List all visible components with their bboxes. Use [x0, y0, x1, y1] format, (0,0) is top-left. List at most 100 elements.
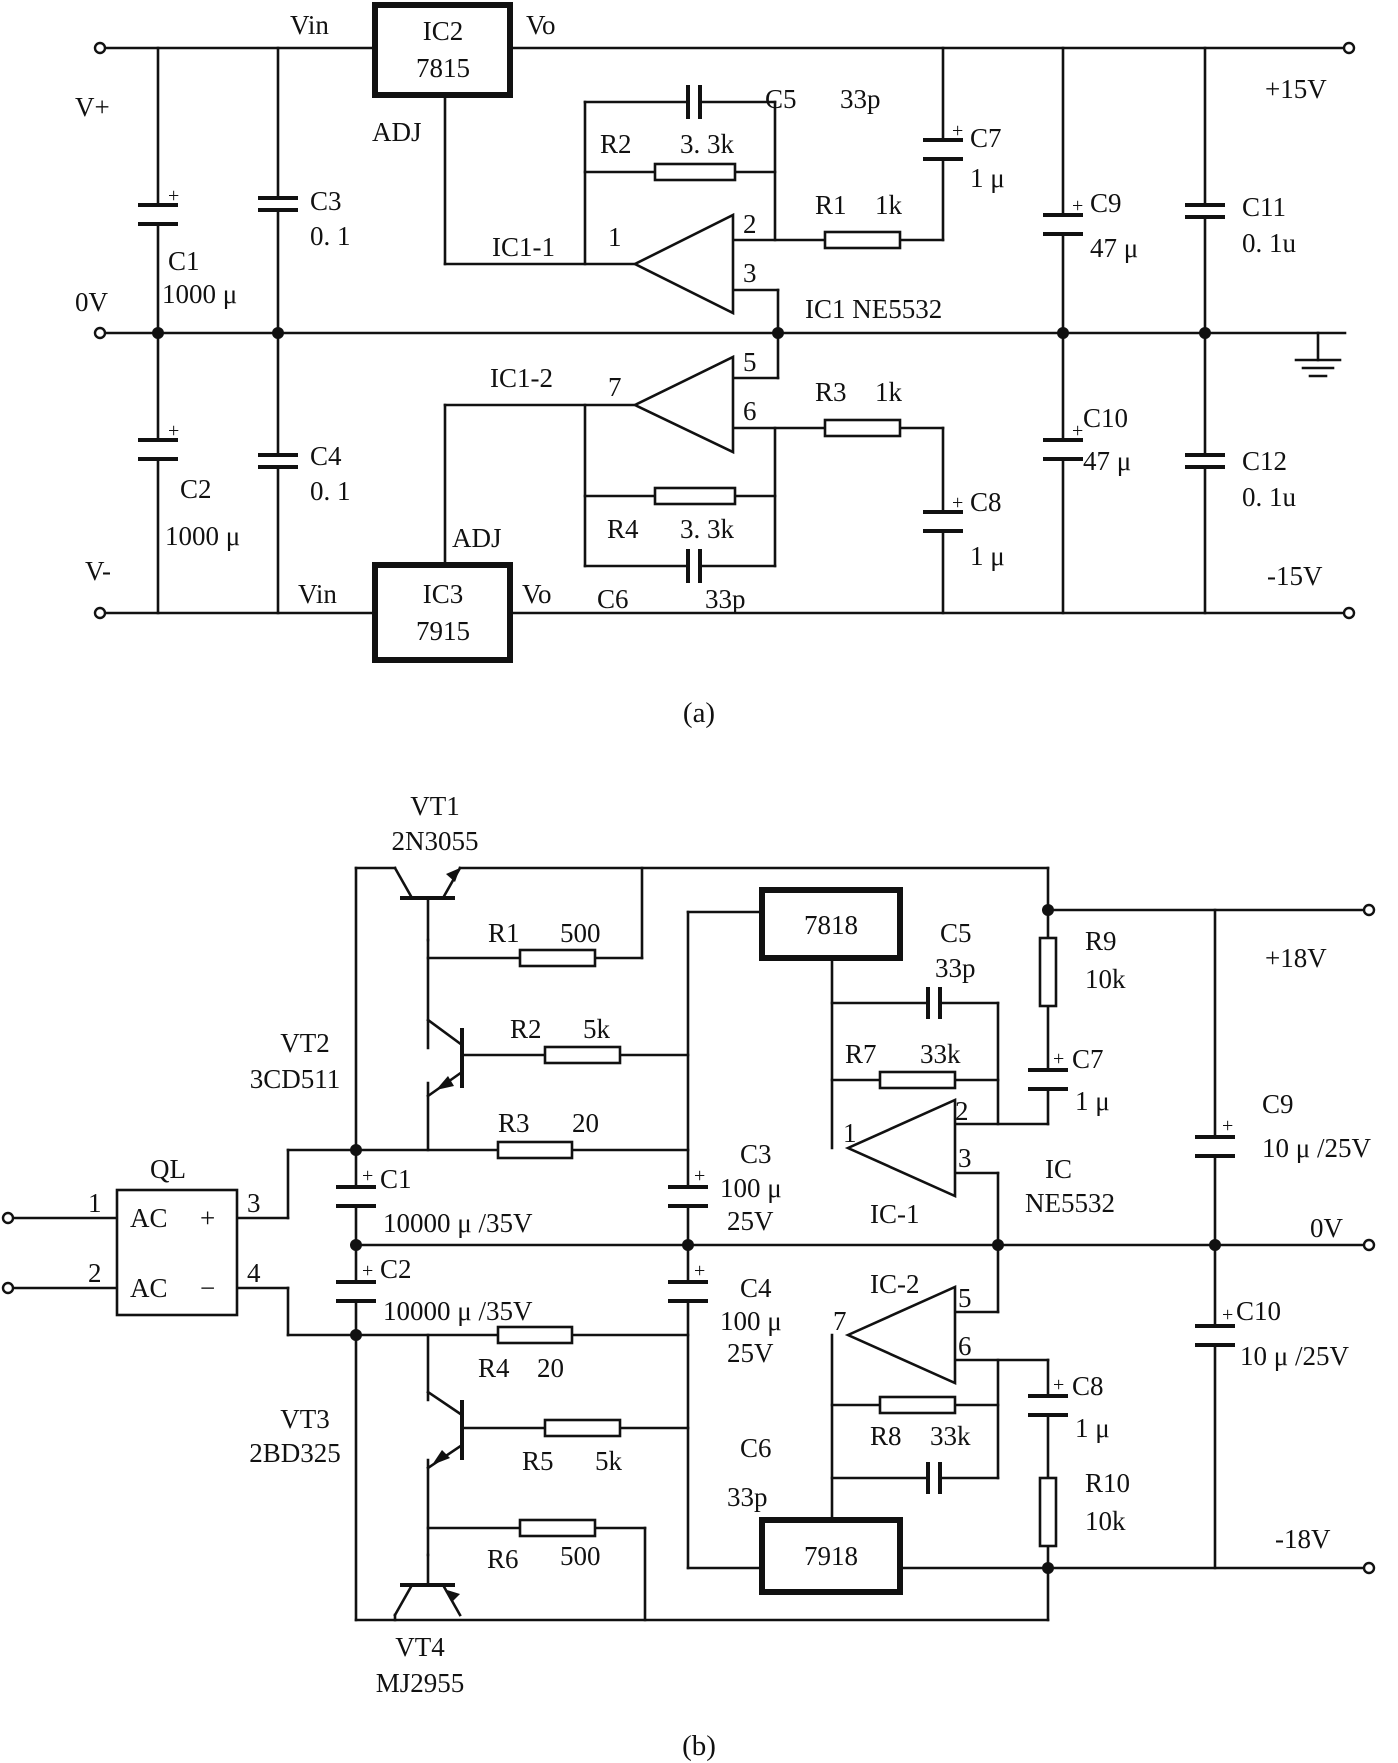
- capacitor-c4-b: +: [668, 1260, 708, 1303]
- c9b-value: 10 μ /25V: [1262, 1133, 1371, 1163]
- reg-pos-label: 7818: [804, 910, 858, 940]
- r3b-name: R3: [498, 1108, 530, 1138]
- ql-pin1: 1: [88, 1188, 102, 1218]
- r9b-value: 10k: [1085, 964, 1126, 994]
- c1-name: C1: [168, 246, 200, 276]
- c2-name: C2: [180, 474, 212, 504]
- capacitor-c6-b: [926, 1462, 942, 1494]
- r2b-value: 5k: [583, 1014, 611, 1044]
- transistor-vt2: [426, 1018, 464, 1098]
- svg-text:+: +: [694, 1260, 705, 1282]
- r4-value: 3. 3k: [680, 514, 735, 544]
- ic3-part: 7915: [416, 616, 470, 646]
- caption-a: (a): [683, 697, 715, 729]
- ground-symbol: [1294, 331, 1342, 378]
- r3-name: R3: [815, 377, 847, 407]
- ic-part: NE5532: [1025, 1188, 1115, 1218]
- r8b-value: 33k: [930, 1421, 971, 1451]
- ic-name: IC: [1045, 1154, 1072, 1184]
- c4-name: C4: [310, 441, 342, 471]
- r2b-name: R2: [510, 1014, 542, 1044]
- ic1-pin1: 1: [608, 222, 622, 252]
- svg-text:+: +: [1072, 420, 1083, 442]
- resistor-r5-b: [543, 1418, 622, 1438]
- vt3-name: VT3: [280, 1404, 330, 1434]
- c11-value: 0. 1u: [1242, 228, 1297, 258]
- r4b-value: 20: [537, 1353, 564, 1383]
- terminal-ac-2: [1, 1281, 15, 1295]
- r1b-value: 500: [560, 918, 601, 948]
- reg-neg-label: 7918: [804, 1541, 858, 1571]
- ic-pin6: 6: [958, 1331, 972, 1361]
- label-plus18v: +18V: [1265, 943, 1327, 973]
- c2-value: 1000 μ: [165, 521, 240, 551]
- vt1-name: VT1: [410, 791, 460, 821]
- c9-value: 47 μ: [1090, 233, 1138, 263]
- ic3-vin-label: Vin: [298, 579, 337, 609]
- c5b-value: 33p: [935, 953, 976, 983]
- regulator-7918: [759, 1517, 903, 1595]
- resistor-r1-b: [518, 948, 597, 968]
- r6b-value: 500: [560, 1541, 601, 1571]
- ic1-pin2: 2: [743, 209, 757, 239]
- transistor-vt1: [393, 866, 462, 942]
- regulator-7818: [759, 887, 903, 961]
- c7b-value: 1 μ: [1075, 1086, 1110, 1116]
- terminal-plus18v: [1362, 903, 1376, 917]
- capacitor-c8-b: +: [1028, 1374, 1068, 1417]
- r10b-name: R10: [1085, 1468, 1130, 1498]
- resistor-r2-b: [543, 1045, 622, 1065]
- r7b-value: 33k: [920, 1039, 961, 1069]
- capacitor-c12: [1185, 453, 1225, 469]
- ic-pin5: 5: [958, 1283, 972, 1313]
- r1-name: R1: [815, 190, 847, 220]
- c3b-name: C3: [740, 1139, 772, 1169]
- c7-value: 1 μ: [970, 163, 1005, 193]
- terminal-minus18v: [1362, 1561, 1376, 1575]
- opamp-ic-1: [844, 1097, 957, 1199]
- ic2-part: 7815: [416, 53, 470, 83]
- resistor-r3: [823, 418, 902, 438]
- svg-text:+: +: [362, 1165, 373, 1187]
- label-plus15v: +15V: [1265, 74, 1327, 104]
- ic1-pin3: 3: [743, 258, 757, 288]
- r9b-name: R9: [1085, 926, 1117, 956]
- c6b-value: 33p: [727, 1482, 768, 1512]
- c10-value: 47 μ: [1083, 446, 1131, 476]
- r4b-name: R4: [478, 1353, 510, 1383]
- c10b-name: C10: [1236, 1296, 1281, 1326]
- c8-name: C8: [970, 487, 1002, 517]
- ic-2-label: IC-2: [870, 1269, 920, 1299]
- c4b-rating: 25V: [727, 1338, 774, 1368]
- capacitor-c1-b: +: [336, 1165, 376, 1208]
- c10b-value: 10 μ /25V: [1240, 1341, 1349, 1371]
- ic2-name: IC2: [423, 16, 464, 46]
- ql-pin2: 2: [88, 1258, 102, 1288]
- ql-plus: +: [200, 1203, 215, 1233]
- vt1-part: 2N3055: [392, 826, 479, 856]
- svg-text:+: +: [952, 120, 963, 142]
- svg-text:+: +: [168, 420, 179, 442]
- figure-b: QL AC AC + − 1 2 3 4 7818 7918: [1, 791, 1376, 1762]
- resistor-r4-b: [496, 1325, 574, 1345]
- terminal-ac-1: [1, 1211, 15, 1225]
- ql-name: QL: [150, 1154, 186, 1184]
- ql-pin3: 3: [247, 1188, 261, 1218]
- terminal-0v-out: [1362, 1238, 1376, 1252]
- terminal-vplus: [93, 41, 107, 55]
- ql-pin4: 4: [247, 1258, 261, 1288]
- ic2-adj-label: ADJ: [372, 117, 422, 147]
- r2-name: R2: [600, 129, 632, 159]
- svg-text:+: +: [1072, 195, 1083, 217]
- vt4-name: VT4: [395, 1632, 445, 1662]
- ic-pin2: 2: [955, 1096, 969, 1126]
- junctions-a: [152, 327, 1211, 339]
- svg-text:+: +: [362, 1260, 373, 1282]
- capacitor-c6: [686, 549, 702, 583]
- ic3-name: IC3: [423, 579, 464, 609]
- ql-ac1: AC: [130, 1203, 168, 1233]
- capacitor-c1: +: [138, 185, 179, 226]
- resistor-r8-b: [878, 1395, 957, 1415]
- c10-name: C10: [1083, 403, 1128, 433]
